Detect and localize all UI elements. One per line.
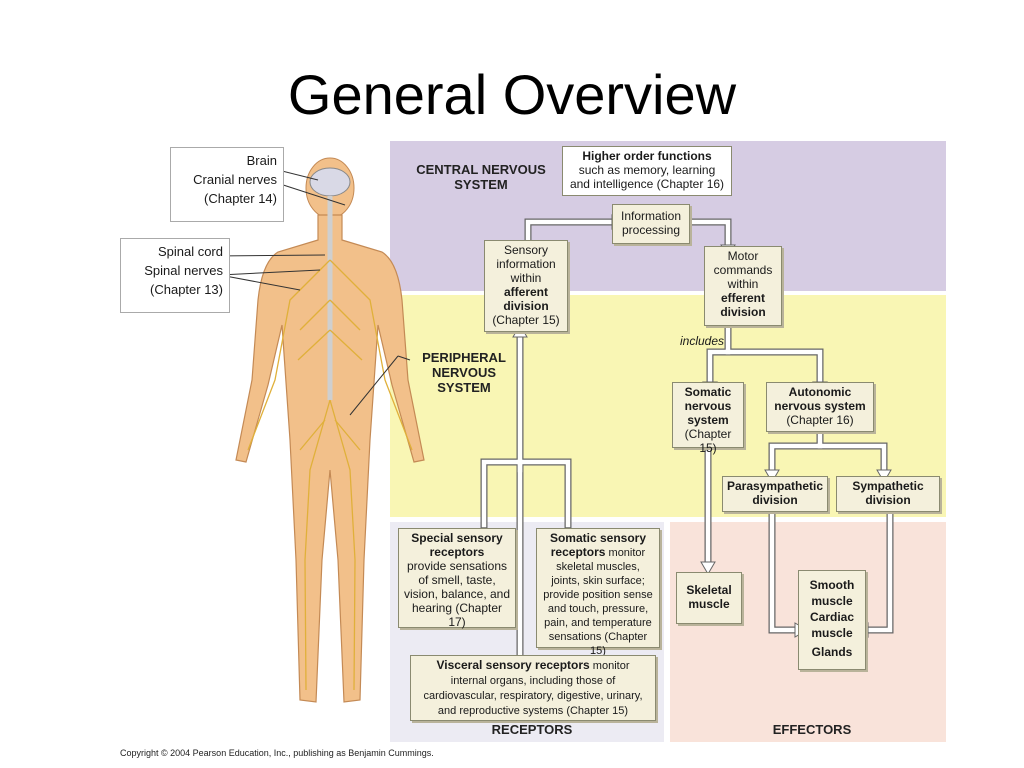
- slide-title: General Overview: [287, 63, 737, 126]
- higher-order-functions-box: Higher order functions such as memory, l…: [562, 146, 732, 196]
- special-sensory-receptors-box: Special sensory receptors provide sensat…: [398, 528, 516, 629]
- chapter-label: (Chapter 14): [204, 191, 277, 206]
- spinal-nerves-label: Spinal nerves: [144, 263, 223, 278]
- cranial-nerves-label: Cranial nerves: [193, 172, 277, 187]
- brain-callout: Brain Cranial nerves (Chapter 14): [170, 147, 284, 222]
- autonomic-nervous-system-box: Autonomic nervous system (Chapter 16): [766, 382, 874, 432]
- information-processing-box: Information processing: [612, 204, 690, 244]
- smooth-cardiac-glands-box: Smooth muscle Cardiac muscle Glands: [798, 570, 866, 670]
- cns-label: CENTRAL NERVOUS SYSTEM: [416, 162, 546, 192]
- brain-label: Brain: [246, 153, 277, 168]
- receptors-label: RECEPTORS: [491, 722, 573, 737]
- spinal-callout: Spinal cord Spinal nerves (Chapter 13): [120, 238, 230, 313]
- spinal-cord-label: Spinal cord: [157, 244, 223, 259]
- copyright-notice: Copyright © 2004 Pearson Education, Inc.…: [120, 748, 434, 758]
- afferent-division-box: Sensory information within afferent divi…: [484, 240, 568, 332]
- somatic-sensory-receptors-box: Somatic sensory receptors monitor skelet…: [536, 528, 660, 657]
- skeletal-muscle-box: Skeletal muscle: [676, 572, 742, 624]
- parasympathetic-division-box: Parasympathetic division: [722, 476, 828, 512]
- efferent-division-box: Motor commands within efferent division: [704, 246, 782, 326]
- visceral-sensory-receptors-box: Visceral sensory receptors monitor inter…: [410, 655, 656, 721]
- includes-label: includes: [680, 334, 725, 348]
- pns-label: PERIPHERAL NERVOUS SYSTEM: [422, 350, 506, 395]
- chapter-label: (Chapter 13): [150, 282, 223, 297]
- effectors-label: EFFECTORS: [772, 722, 852, 737]
- sympathetic-division-box: Sympathetic division: [836, 476, 940, 512]
- somatic-nervous-system-box: Somatic nervous system (Chapter 15): [672, 382, 744, 455]
- human-body-illustration: [235, 157, 425, 703]
